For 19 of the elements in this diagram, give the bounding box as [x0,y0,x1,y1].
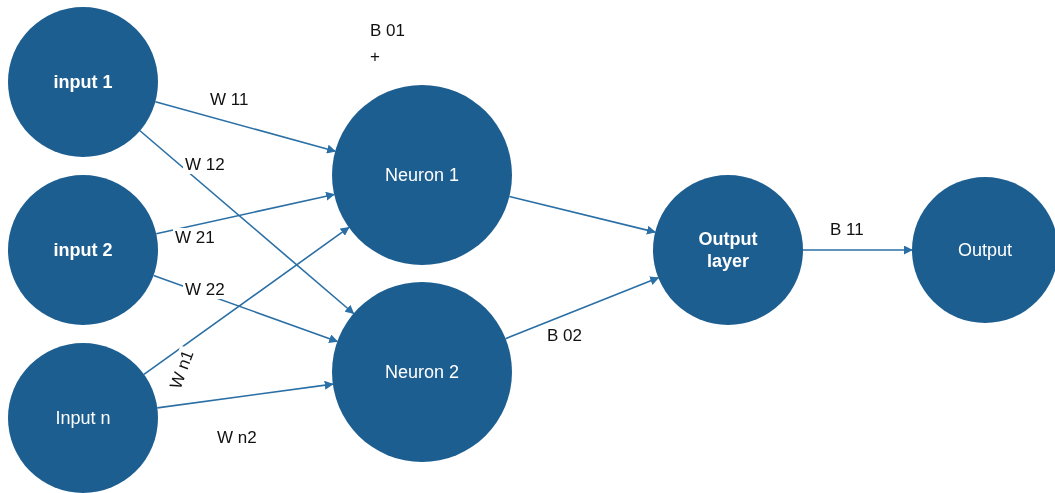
bias-label: + [370,48,380,65]
arrow [802,245,913,255]
arrow [508,195,657,235]
arrow [143,226,350,376]
node-label: Output [956,238,1013,262]
edge-label: W 12 [183,155,227,174]
node-label: Neuron 2 [383,360,461,384]
arrow [154,101,337,154]
node-label: Input n [54,406,112,430]
bias-label: B 01 [370,22,405,39]
node-label: input 2 [52,238,114,262]
node-label: Neuron 1 [383,163,461,187]
arrow [139,129,355,315]
arrow [155,191,335,235]
node-label: input 1 [52,70,114,94]
edge-label: W 22 [183,280,227,299]
arrow [504,276,660,340]
node-label: Output layer [697,227,759,273]
arrow [156,380,334,409]
